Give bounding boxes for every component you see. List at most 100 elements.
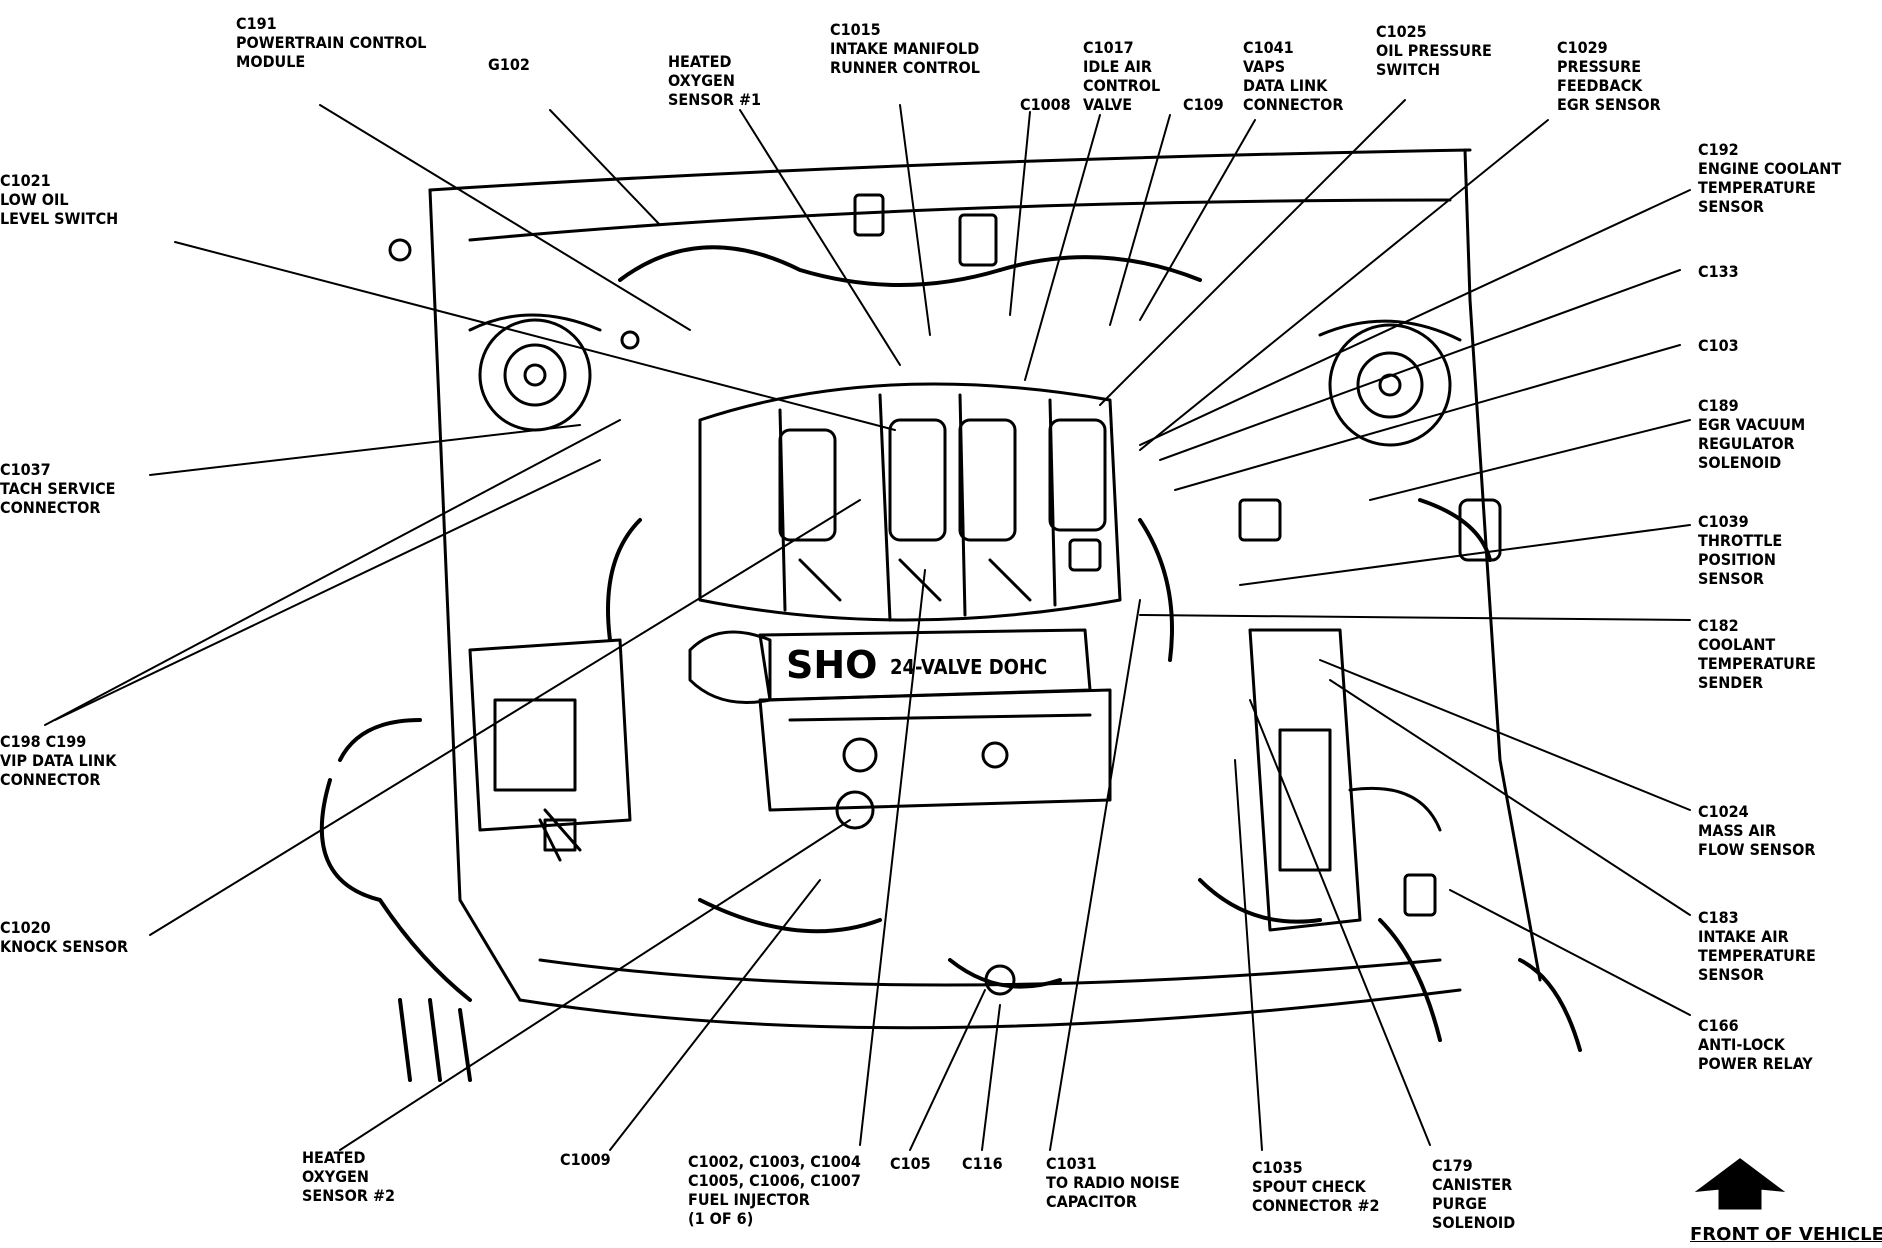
callout-line: SENSOR [1698,569,1764,588]
callout-line: CANISTER [1432,1175,1513,1194]
callout-line: C1029 [1557,38,1608,57]
right-strut-tower [1318,319,1462,447]
callout-line: C183 [1698,908,1739,927]
callout-line: RUNNER CONTROL [830,58,980,77]
callout-c105: C105 [890,1154,931,1173]
callout-line: C189 [1698,396,1739,415]
callout-line: SENDER [1698,673,1764,692]
callout-line: C1037 [0,460,51,479]
callout-line: FLOW SENSOR [1698,840,1816,859]
callout-line: INTAKE AIR [1698,927,1789,946]
callout-line: INTAKE MANIFOLD [830,39,980,58]
callout-line: SPOUT CHECK [1252,1177,1366,1196]
callout-line: KNOCK SENSOR [0,937,129,956]
callout-line: LOW OIL [0,190,69,209]
callout-line: C1017 [1083,38,1134,57]
callout-line: C1039 [1698,512,1749,531]
callout-line: C103 [1698,336,1739,355]
callout-line: SOLENOID [1698,453,1782,472]
callout-line: C1002, C1003, C1004 [688,1152,861,1171]
callout-line: EGR VACUUM [1698,415,1806,434]
callout-line: C105 [890,1154,931,1173]
callout-c109: C109 [1183,95,1224,114]
callout-line: CONNECTOR [0,770,101,789]
callout-line: C1041 [1243,38,1294,57]
callout-line: MASS AIR [1698,821,1777,840]
wiring-harness [319,245,1582,1082]
connector-blobs [388,193,1502,996]
callout-line: CONNECTOR [0,498,101,517]
callout-line: THROTTLE [1698,531,1783,550]
engine-model-badge: SHO [786,643,878,687]
callout-line: C166 [1698,1016,1739,1035]
callout-line: C1008 [1020,95,1071,114]
callout-c1009: C1009 [560,1150,611,1169]
callout-line: REGULATOR [1698,434,1795,453]
callout-line: C1024 [1698,802,1749,821]
callout-line: MODULE [236,52,306,71]
callout-g102: G102 [488,55,530,74]
front-of-vehicle-label: FRONT OF VEHICLE [1690,1224,1882,1245]
callout-line: G102 [488,55,530,74]
callout-line: C1020 [0,918,51,937]
callout-line: C1031 [1046,1154,1097,1173]
callout-line: SENSOR #2 [302,1186,396,1205]
callout-line: HEATED [302,1148,366,1167]
callout-line: CONNECTOR [1243,95,1344,114]
callout-line: POSITION [1698,550,1776,569]
callout-line: C1021 [0,171,51,190]
callout-line: SOLENOID [1432,1213,1516,1232]
callout-line: VALVE [1083,95,1133,114]
callout-line: CONTROL [1083,76,1161,95]
callout-line: C116 [962,1154,1003,1173]
front-valve-cover [758,688,1112,812]
callout-line: FUEL INJECTOR [688,1190,810,1209]
callout-line: C1025 [1376,22,1427,41]
battery-box [468,638,632,862]
callout-line: SENSOR #1 [668,90,762,109]
callout-line: SENSOR [1698,197,1764,216]
callout-line: EGR SENSOR [1557,95,1661,114]
callout-line: OXYGEN [302,1167,369,1186]
callout-line: TEMPERATURE [1698,654,1816,673]
callout-line: HEATED [668,52,732,71]
callout-line: TACH SERVICE [0,479,116,498]
callout-line: (1 OF 6) [688,1209,754,1228]
callout-line: ANTI-LOCK [1698,1035,1785,1054]
callout-line: DATA LINK [1243,76,1328,95]
callout-line: TEMPERATURE [1698,946,1816,965]
callout-line: OIL PRESSURE [1376,41,1492,60]
callout-line: CAPACITOR [1046,1192,1137,1211]
callout-line: TEMPERATURE [1698,178,1816,197]
callout-line: SENSOR [1698,965,1764,984]
callout-line: TO RADIO NOISE [1046,1173,1180,1192]
callout-line: C198 C199 [0,732,87,751]
callout-line: C1009 [560,1150,611,1169]
air-cleaner [1248,628,1442,932]
callout-line: POWERTRAIN CONTROL [236,33,427,52]
callout-c116: C116 [962,1154,1003,1173]
callout-line: COOLANT [1698,635,1776,654]
callout-line: C109 [1183,95,1224,114]
intake-plenum [698,382,1122,622]
left-strut-tower [468,313,602,432]
callout-line: FEEDBACK [1557,76,1643,95]
callout-line: OXYGEN [668,71,735,90]
